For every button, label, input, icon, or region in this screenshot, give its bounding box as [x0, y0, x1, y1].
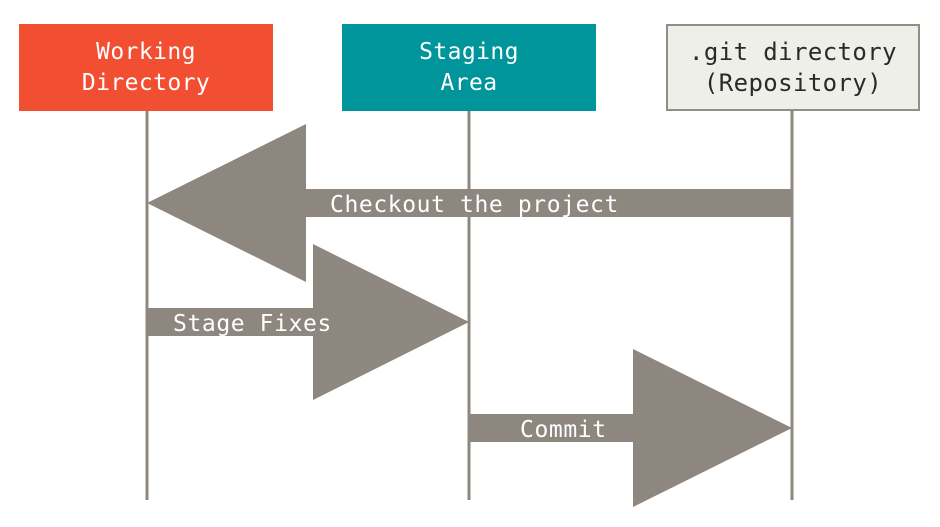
working-directory-box: Working Directory	[19, 24, 273, 111]
checkout-arrow	[147, 124, 792, 282]
repository-box: .git directory (Repository)	[666, 24, 920, 111]
staging-area-label-line2: Area	[440, 69, 498, 96]
stage-fixes-arrow	[147, 244, 469, 400]
checkout-arrow-label: Checkout the project	[330, 192, 619, 218]
commit-arrow	[469, 349, 792, 507]
staging-area-label-line1: Staging	[419, 38, 519, 65]
commit-arrow-label: Commit	[520, 417, 607, 443]
repository-label-line2: (Repository)	[703, 68, 883, 97]
working-directory-label-line1: Working	[96, 38, 196, 65]
working-directory-label-line2: Directory	[81, 69, 211, 96]
staging-area-box: Staging Area	[342, 24, 596, 111]
stage-fixes-arrow-label: Stage Fixes	[173, 311, 332, 337]
repository-label-line1: .git directory	[689, 37, 897, 66]
